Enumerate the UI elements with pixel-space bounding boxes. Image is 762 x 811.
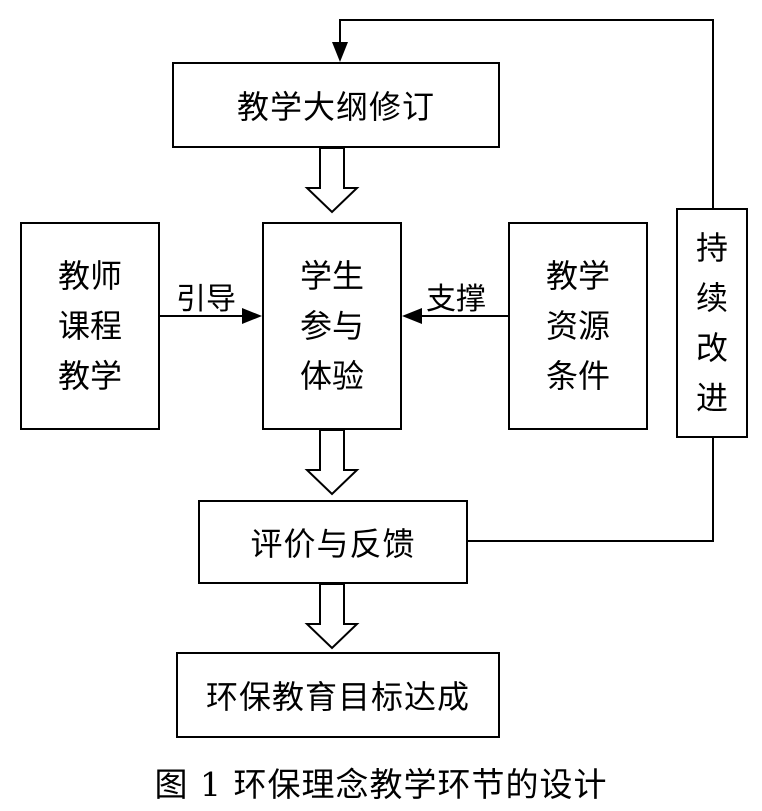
syllabus-revision-box: 教学大纲修订 [172, 62, 500, 148]
student-experience-label: 学生 参与 体验 [299, 257, 364, 395]
continuous-improvement-box: 持 续 改 进 [676, 208, 748, 438]
goal-achievement-label: 环保教育目标达成 [205, 678, 470, 716]
feedback-loop-line-lower [468, 438, 714, 542]
student-experience-box: 学生 参与 体验 [262, 222, 402, 430]
teaching-resources-label: 教学 资源 条件 [545, 257, 610, 395]
block-arrow-evaluation-to-goal [304, 583, 360, 650]
guide-edge-label: 引导 [176, 282, 236, 317]
syllabus-revision-label: 教学大纲修订 [236, 88, 435, 126]
block-arrow-student-to-evaluation [304, 429, 360, 496]
teaching-resources-box: 教学 资源 条件 [508, 222, 648, 430]
evaluation-feedback-box: 评价与反馈 [198, 500, 468, 584]
feedback-loop-arrowhead [332, 42, 348, 62]
teacher-teaching-label: 教师 课程 教学 [57, 257, 122, 395]
goal-achievement-box: 环保教育目标达成 [176, 652, 500, 738]
guide-arrowhead [242, 308, 262, 324]
figure-caption: 图 1 环保理念教学环节的设计 [154, 765, 608, 804]
feedback-loop-line-upper [339, 19, 714, 208]
support-edge-label: 支撑 [426, 282, 486, 317]
block-arrow-syllabus-to-student [304, 147, 360, 214]
continuous-improvement-label: 持 续 改 进 [695, 229, 728, 417]
teacher-teaching-box: 教师 课程 教学 [20, 222, 160, 430]
support-arrowhead [402, 308, 422, 324]
evaluation-feedback-label: 评价与反馈 [250, 525, 416, 563]
